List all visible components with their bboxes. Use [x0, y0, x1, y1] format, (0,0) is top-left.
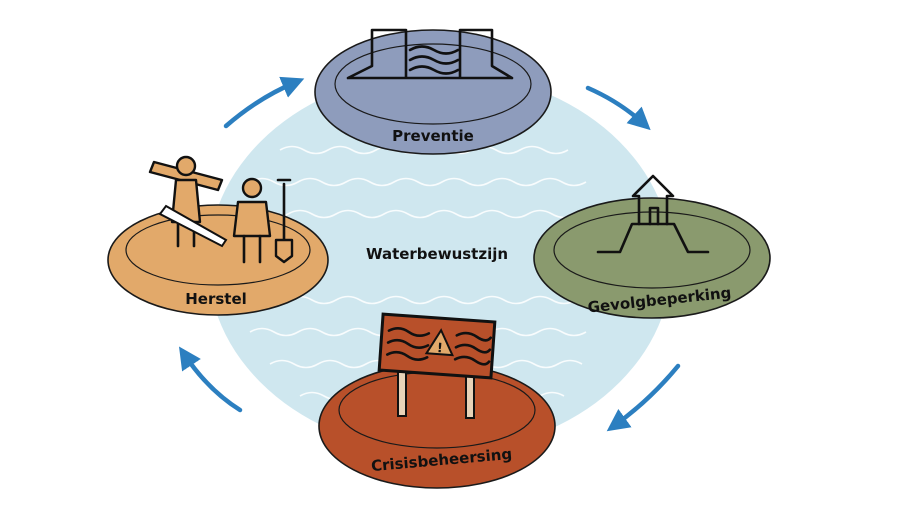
- stage-gevolgbeperking: Gevolgbeperking: [533, 174, 771, 319]
- warning-exclamation: !: [436, 341, 443, 356]
- island-gevolgbeperking: [533, 197, 771, 319]
- dam-icon: [346, 28, 514, 80]
- island-preventie-inner: [334, 43, 532, 125]
- island-herstel-inner: [125, 214, 311, 286]
- arrow-preventie-to-gevolgbeperking: [585, 85, 651, 131]
- stage-herstel: Herstel: [107, 155, 329, 316]
- stage-crisisbeheersing: ! Crisisbeheersing: [318, 312, 556, 489]
- stage-label-herstel: Herstel: [185, 290, 247, 308]
- arrow-herstel-to-preventie: [223, 76, 305, 129]
- island-herstel: [107, 204, 329, 316]
- stage-preventie: Preventie: [314, 28, 552, 155]
- center-label: Waterbewustzijn: [366, 245, 508, 263]
- water-area: [208, 72, 672, 452]
- island-gevolgbeperking-inner: [553, 211, 751, 289]
- arrow-crisisbeheersing-to-herstel: [179, 346, 243, 413]
- arrow-gevolgbeperking-to-crisisbeheersing: [606, 363, 681, 432]
- workers-icon: [148, 155, 294, 264]
- house-on-mound-icon: [596, 174, 710, 254]
- flood-warning-sign-icon: !: [377, 312, 497, 419]
- stage-label-preventie: Preventie: [392, 127, 474, 145]
